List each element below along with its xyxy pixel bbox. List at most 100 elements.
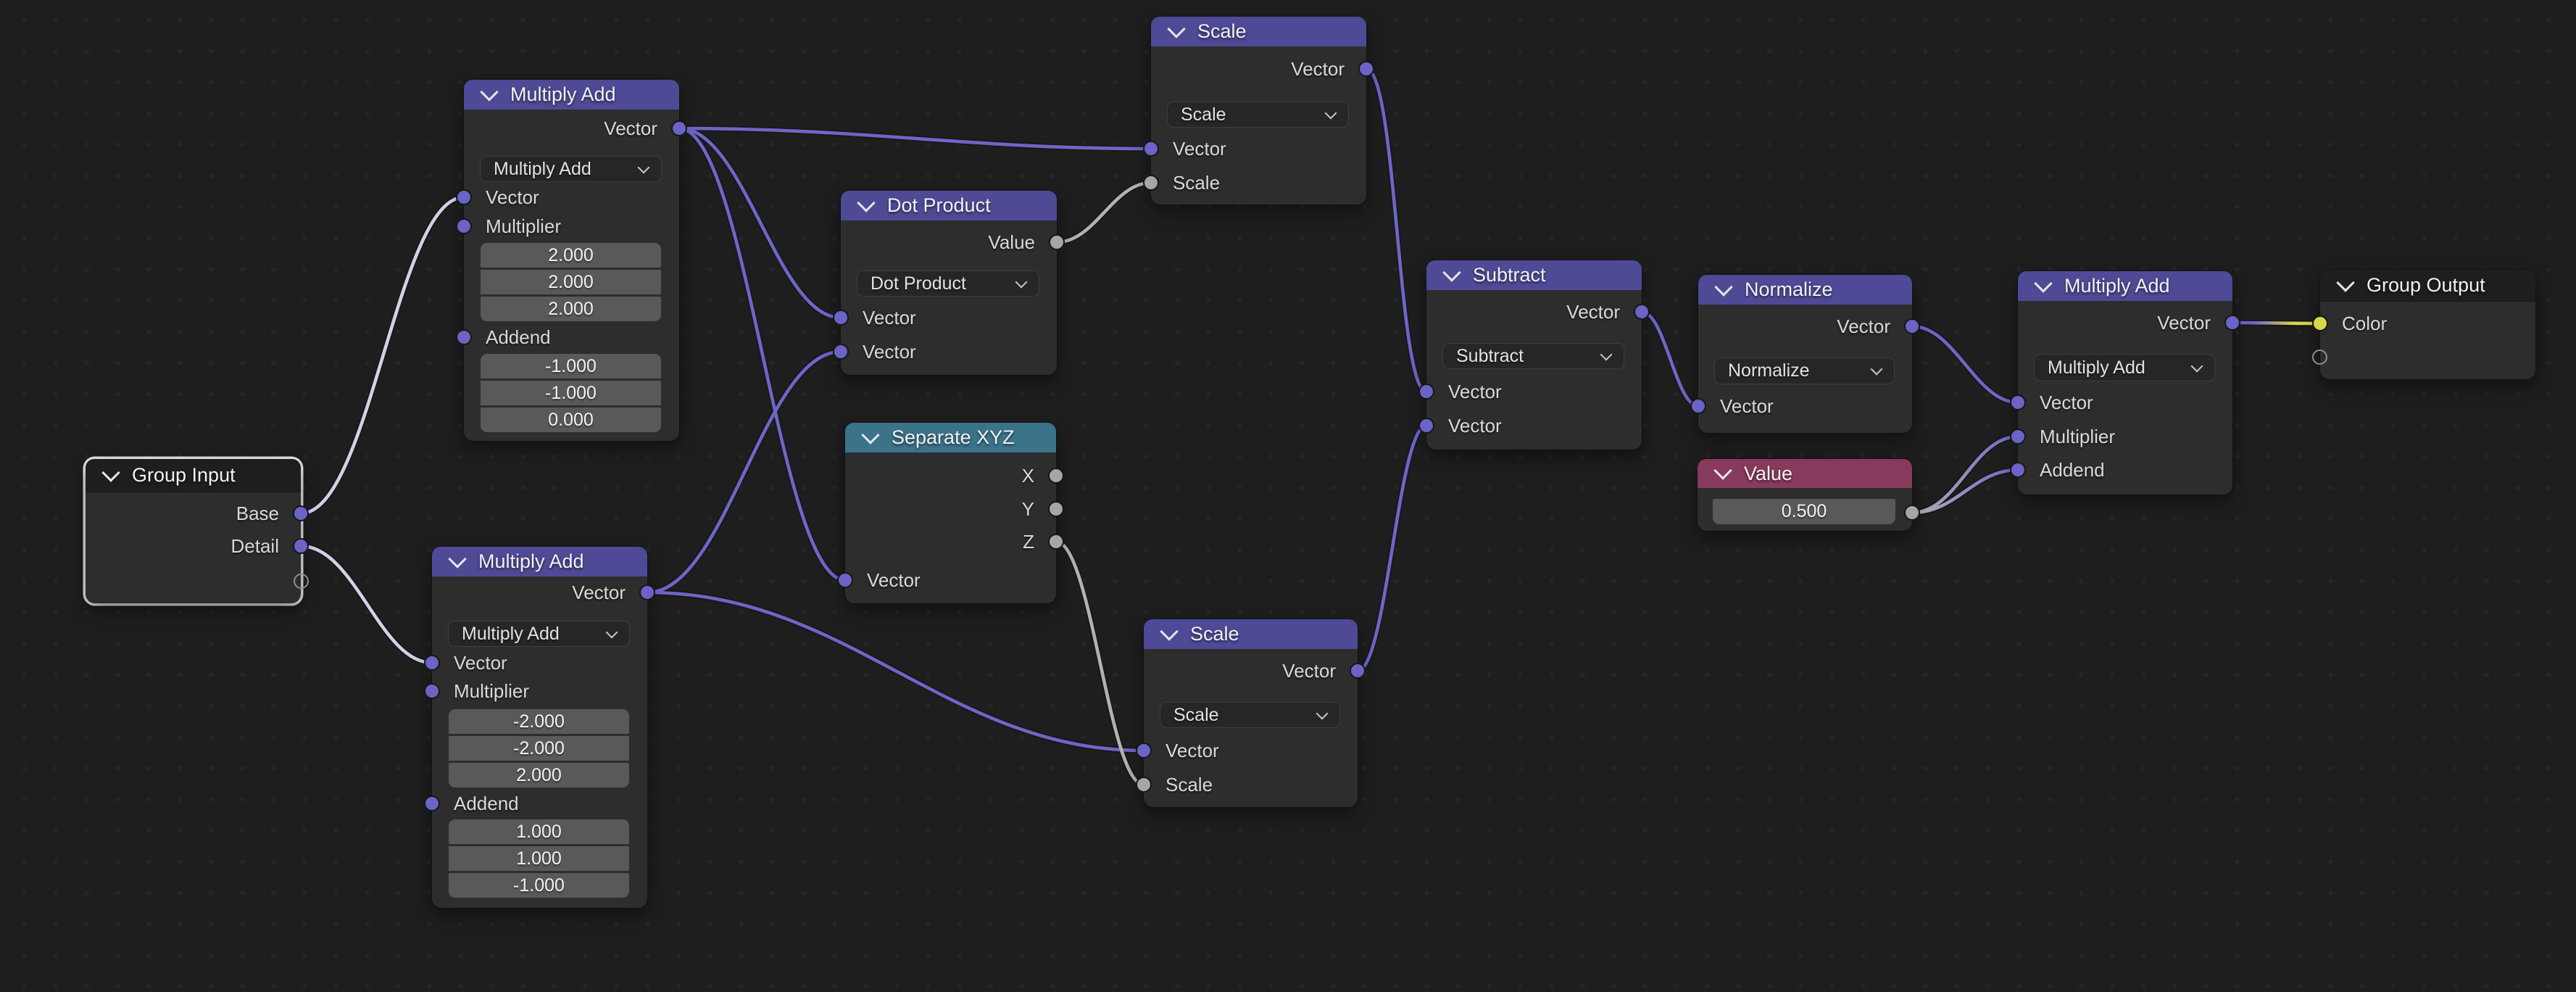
node-header[interactable]: Group Input [86,459,301,492]
node-multiply-add-3[interactable]: Multiply Add Vector Multiply Add Vector … [2010,271,2240,495]
socket-input-vector[interactable] [424,655,440,671]
socket-output-vector[interactable] [2224,315,2240,331]
socket-output-y[interactable] [1048,501,1064,517]
node-header[interactable]: Normalize [1698,275,1912,305]
addend-x-field[interactable]: 1.000 [449,819,629,844]
socket-input-addend[interactable] [456,329,472,345]
chevron-down-icon [1324,107,1337,119]
socket-input-vector-2[interactable] [833,344,849,360]
socket-input-vector[interactable] [2010,394,2026,410]
node-header[interactable]: Multiply Add [2018,271,2232,301]
operation-dropdown[interactable]: Subtract [1442,343,1624,369]
socket-input-vector[interactable] [456,189,472,205]
addend-z-field[interactable]: 0.000 [481,408,661,432]
node-scale-2[interactable]: Scale Vector Scale Vector Scale [1136,619,1366,807]
operation-dropdown[interactable]: Multiply Add [2034,354,2215,381]
node-header[interactable]: Multiply Add [464,80,679,109]
socket-output-z[interactable] [1048,534,1064,550]
socket-output-vector[interactable] [639,584,655,600]
output-label-base: Base [236,503,279,524]
collapse-chevron-icon[interactable] [861,425,880,445]
socket-output-x[interactable] [1048,468,1064,484]
node-value[interactable]: Value 0.500 [1698,459,1920,531]
socket-output-vector[interactable] [671,120,687,136]
socket-input-multiplier[interactable] [2010,429,2026,445]
multiplier-x-field[interactable]: 2.000 [481,243,661,268]
node-header[interactable]: Multiply Add [432,547,647,576]
node-separate-xyz[interactable]: Separate XYZ X Y Z Vector [837,423,1064,603]
socket-output-vector[interactable] [1904,318,1920,334]
operation-dropdown[interactable]: Scale [1167,102,1349,128]
operation-value: Multiply Add [494,158,591,179]
socket-output-virtual[interactable] [294,574,309,589]
collapse-chevron-icon[interactable] [101,463,120,482]
operation-dropdown[interactable]: Normalize [1714,357,1895,384]
addend-y-field[interactable]: 1.000 [449,846,629,871]
node-title: Group Input [132,464,236,486]
node-normalize[interactable]: Normalize Vector Normalize Vector [1690,275,1920,433]
collapse-chevron-icon[interactable] [1167,19,1186,38]
node-header[interactable]: Scale [1144,619,1358,649]
socket-input-scale[interactable] [1143,175,1159,191]
socket-input-vector-2[interactable] [1418,418,1434,434]
operation-dropdown[interactable]: Dot Product [857,270,1039,297]
node-multiply-add-1[interactable]: Multiply Add Vector Multiply Add Vector … [456,80,687,441]
node-header[interactable]: Value [1698,459,1912,488]
socket-input-multiplier[interactable] [424,683,440,699]
node-subtract[interactable]: Subtract Vector Subtract Vector Vector [1418,260,1650,450]
node-group-output[interactable]: Group Output Color [2312,270,2535,379]
collapse-chevron-icon[interactable] [1714,277,1733,297]
socket-input-addend[interactable] [2010,462,2026,478]
socket-output-value[interactable] [1904,505,1920,521]
collapse-chevron-icon[interactable] [1442,263,1461,282]
addend-y-field[interactable]: -1.000 [481,381,661,405]
collapse-chevron-icon[interactable] [1160,621,1179,641]
node-dot-product[interactable]: Dot Product Value Dot Product Vector Vec… [833,191,1065,375]
multiplier-z-field[interactable]: 2.000 [449,763,629,788]
collapse-chevron-icon[interactable] [2034,273,2053,293]
addend-x-field[interactable]: -1.000 [481,354,661,379]
operation-dropdown[interactable]: Scale [1160,702,1340,728]
node-header[interactable]: Dot Product [841,191,1057,220]
node-header[interactable]: Subtract [1426,260,1642,290]
node-multiply-add-2[interactable]: Multiply Add Vector Multiply Add Vector … [424,547,655,908]
node-group-input[interactable]: Group Input Base Detail [86,459,309,603]
socket-output-vector[interactable] [1358,61,1374,77]
socket-input-vector[interactable] [837,572,853,588]
multiplier-x-field[interactable]: -2.000 [449,709,629,734]
multiplier-y-field[interactable]: -2.000 [449,736,629,761]
multiplier-z-field[interactable]: 2.000 [481,297,661,321]
socket-input-virtual[interactable] [2312,350,2327,365]
socket-output-vector[interactable] [1350,663,1366,679]
node-title: Normalize [1745,278,1833,300]
addend-z-field[interactable]: -1.000 [449,873,629,898]
socket-output-base[interactable] [293,505,309,521]
collapse-chevron-icon[interactable] [857,193,876,212]
multiplier-y-field[interactable]: 2.000 [481,270,661,294]
collapse-chevron-icon[interactable] [448,549,467,569]
socket-input-color[interactable] [2312,315,2328,331]
socket-input-vector-1[interactable] [833,310,849,326]
socket-input-vector[interactable] [1136,743,1152,759]
socket-input-vector[interactable] [1143,141,1159,157]
operation-dropdown[interactable]: Multiply Add [480,156,662,182]
collapse-chevron-icon[interactable] [480,82,499,102]
value-field[interactable]: 0.500 [1713,499,1895,524]
socket-input-addend[interactable] [424,795,440,811]
node-scale-1[interactable]: Scale Vector Scale Vector Scale [1143,17,1374,204]
collapse-chevron-icon[interactable] [1713,461,1732,480]
node-header[interactable]: Scale [1151,17,1366,46]
socket-input-vector[interactable] [1690,398,1706,414]
node-header[interactable]: Separate XYZ [845,423,1056,452]
socket-input-scale[interactable] [1136,777,1152,793]
socket-output-detail[interactable] [293,538,309,554]
collapse-chevron-icon[interactable] [2336,273,2355,292]
socket-output-vector[interactable] [1634,304,1650,320]
socket-output-value[interactable] [1049,234,1065,250]
operation-dropdown[interactable]: Multiply Add [448,621,630,647]
socket-input-vector-1[interactable] [1418,384,1434,400]
socket-input-multiplier[interactable] [456,218,472,234]
input-label-vector: Vector [867,569,921,591]
node-header[interactable]: Group Output [2320,270,2535,302]
